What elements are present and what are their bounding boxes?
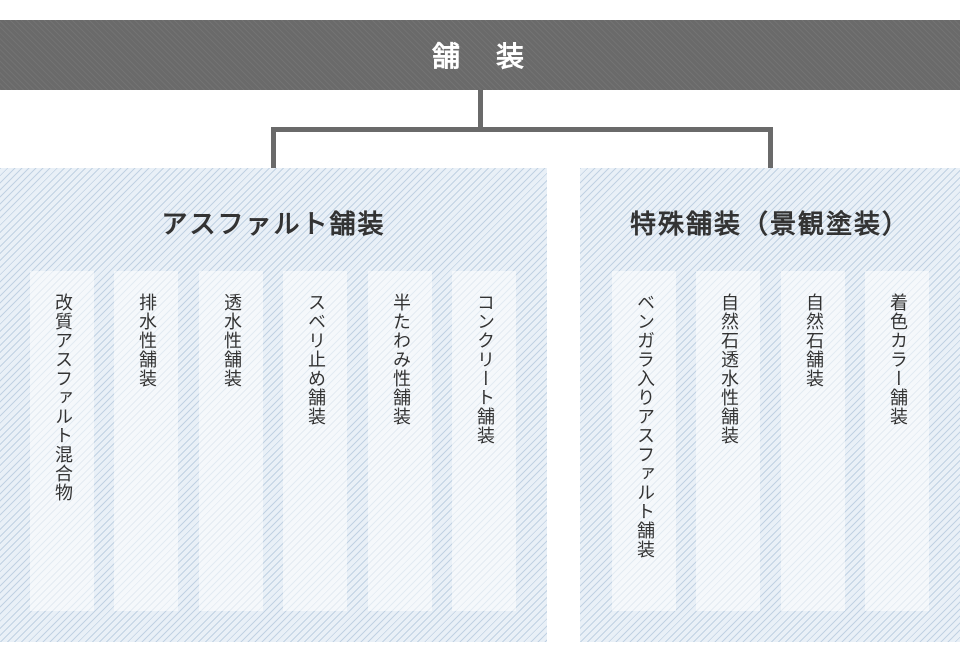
category-item-label: ベンガラ入りアスファルト舗装 [634,293,655,559]
category-panel-asphalt: アスファルト舗装 改質アスファルト混合物 排水性舗装 透水性舗装 スベリ止め舗装… [0,168,547,642]
connector-vertical-root [478,90,483,130]
connector-vertical-right [768,127,773,168]
category-item: 自然石透水性舗装 [696,271,760,611]
category-title: アスファルト舗装 [161,210,386,240]
connector-horizontal [271,127,773,132]
category-title: 特殊舗装（景観塗装） [629,210,910,240]
category-item-label: コンクリート舗装 [474,293,495,445]
category-item: 排水性舗装 [114,271,178,611]
category-item: 半たわみ性舗装 [368,271,432,611]
category-item-label: 改質アスファルト混合物 [52,293,73,502]
category-item-label: 自然石舗装 [803,293,824,388]
category-item-label: 自然石透水性舗装 [718,293,739,445]
category-item: ベンガラ入りアスファルト舗装 [612,271,676,611]
category-item-label: 着色カラー舗装 [887,293,908,426]
category-item: 改質アスファルト混合物 [30,271,94,611]
category-item: コンクリート舗装 [452,271,516,611]
category-item: 着色カラー舗装 [865,271,929,611]
category-item-label: 半たわみ性舗装 [390,293,411,426]
category-item: スベリ止め舗装 [283,271,347,611]
category-panel-special: 特殊舗装（景観塗装） ベンガラ入りアスファルト舗装 自然石透水性舗装 自然石舗装… [580,168,960,642]
connector-vertical-left [271,127,276,168]
category-item-label: 排水性舗装 [136,293,157,388]
category-item-label: 透水性舗装 [221,293,242,388]
root-node: 舗 装 [0,20,960,90]
category-item: 透水性舗装 [199,271,263,611]
root-title: 舗 装 [431,40,528,73]
category-item: 自然石舗装 [781,271,845,611]
category-item-label: スベリ止め舗装 [305,293,326,426]
